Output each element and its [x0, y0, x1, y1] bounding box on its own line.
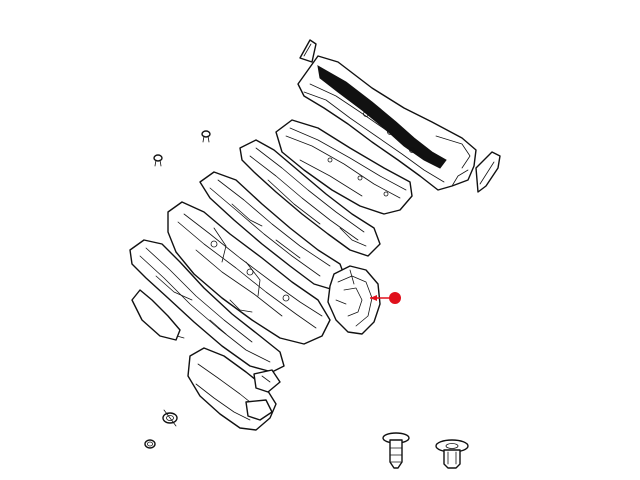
grommet-lower-1[interactable]	[162, 409, 178, 427]
grommet-lower-2[interactable]	[144, 439, 156, 449]
lower-silencer[interactable]	[187, 347, 281, 431]
dash-silencer[interactable]	[129, 239, 285, 373]
bolt-left-1[interactable]	[153, 154, 163, 167]
bolt-left-2[interactable]	[201, 130, 211, 143]
cowl-top-panel[interactable]	[297, 55, 477, 191]
callout-marker[interactable]	[370, 292, 401, 304]
dash-panel[interactable]	[167, 201, 331, 345]
side-bracket[interactable]	[327, 265, 381, 335]
callout-dot[interactable]	[389, 292, 401, 304]
cowl-reinforcement-upper[interactable]	[239, 139, 381, 257]
cowl-inner-panel[interactable]	[275, 119, 413, 215]
cowl-end-cap-left[interactable]	[299, 39, 317, 63]
push-nut-clip[interactable]	[435, 439, 469, 469]
cowl-end-cap-right[interactable]	[475, 151, 501, 193]
push-pin-clip[interactable]	[382, 432, 410, 469]
